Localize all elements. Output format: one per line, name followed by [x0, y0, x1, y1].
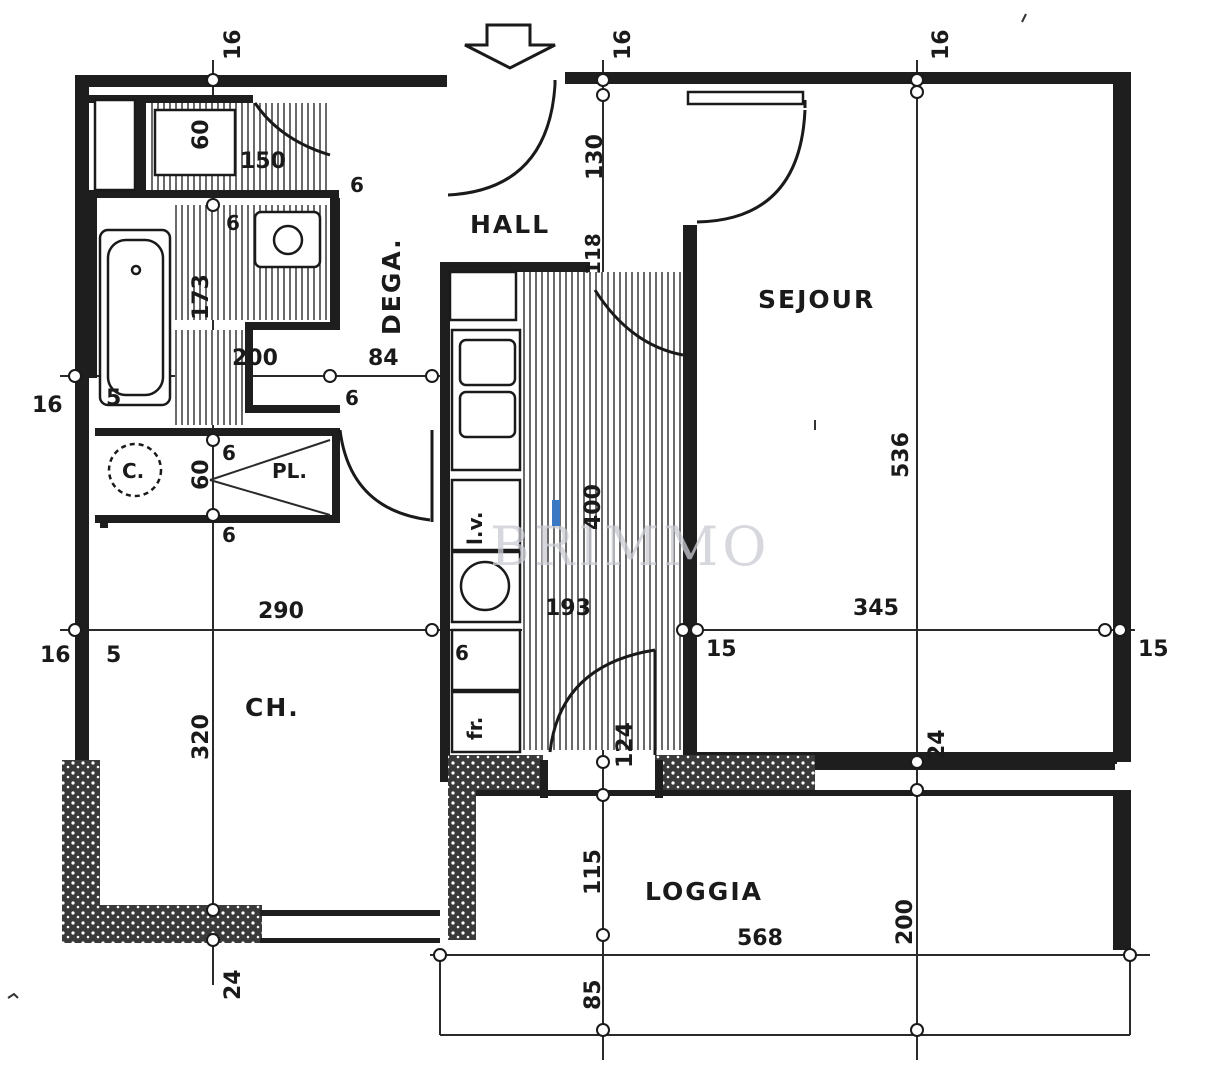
- dim-118: 118: [581, 233, 605, 275]
- room-label-fr: fr.: [463, 717, 487, 740]
- dim-193: 193: [545, 596, 591, 621]
- dim-16-top-mid: 16: [611, 29, 636, 60]
- dim-16-top-right: 16: [929, 29, 954, 60]
- room-label-dega: DEGA.: [377, 237, 406, 335]
- dim-15-b: 15: [1138, 637, 1169, 662]
- dim-150: 150: [240, 149, 286, 174]
- walls: [62, 72, 1131, 950]
- dim-16-top-left: 16: [221, 29, 246, 60]
- dim-16-left-1: 16: [32, 393, 63, 418]
- dim-345: 345: [853, 596, 899, 621]
- room-label-sejour: SEJOUR: [758, 285, 875, 314]
- dim-200-loggia: 200: [893, 899, 918, 945]
- watermark: BRIMMO: [490, 515, 771, 578]
- dim-536: 536: [889, 432, 914, 478]
- entrance-arrow-icon: [464, 23, 556, 70]
- room-label-ch: CH.: [245, 693, 300, 722]
- dim-5-left-1: 5: [106, 386, 121, 411]
- dim-24-bottom: 24: [221, 969, 246, 1000]
- dim-6-c: 6: [345, 386, 359, 410]
- dim-124: 124: [613, 722, 638, 768]
- dim-130: 130: [583, 134, 608, 180]
- dim-60-top: 60: [189, 119, 214, 150]
- dim-6-f: 6: [455, 641, 469, 665]
- room-label-c: C.: [122, 459, 144, 483]
- stray-mark: [1021, 13, 1027, 23]
- dim-85: 85: [581, 979, 606, 1010]
- dim-6-a: 6: [350, 173, 364, 197]
- room-labels: HALL SEJOUR DEGA. CH. LOGGIA PL. l.v. fr…: [122, 210, 875, 906]
- dim-115: 115: [581, 849, 606, 895]
- dimension-labels: 16 16 16 60 150 130 118 6 6 173 200 84 6…: [32, 29, 1169, 1010]
- room-label-loggia: LOGGIA: [645, 877, 763, 906]
- dim-60-cupboard: 60: [189, 459, 214, 490]
- room-label-pl: PL.: [272, 459, 307, 483]
- watermark-accent: [552, 500, 560, 526]
- dim-6-b: 6: [226, 211, 240, 235]
- dim-24-right: 24: [925, 729, 950, 760]
- dim-200-bath: 200: [232, 346, 278, 371]
- fixtures: [93, 90, 805, 754]
- doors: [253, 80, 807, 755]
- stray-mark: [7, 992, 19, 999]
- dim-320: 320: [189, 714, 214, 760]
- room-label-hall: HALL: [470, 210, 550, 239]
- dim-6-e: 6: [222, 523, 236, 547]
- room-label-lv: l.v.: [463, 512, 487, 545]
- dim-15-a: 15: [706, 637, 737, 662]
- dim-84: 84: [368, 346, 399, 371]
- dim-16-left-2: 16: [40, 643, 71, 668]
- dim-400: 400: [581, 484, 606, 530]
- dimension-nodes: [68, 73, 1137, 1037]
- dim-6-d: 6: [222, 441, 236, 465]
- dim-568: 568: [737, 926, 783, 951]
- dim-5-left-2: 5: [106, 643, 121, 668]
- dim-173: 173: [189, 274, 214, 320]
- dim-290: 290: [258, 599, 304, 624]
